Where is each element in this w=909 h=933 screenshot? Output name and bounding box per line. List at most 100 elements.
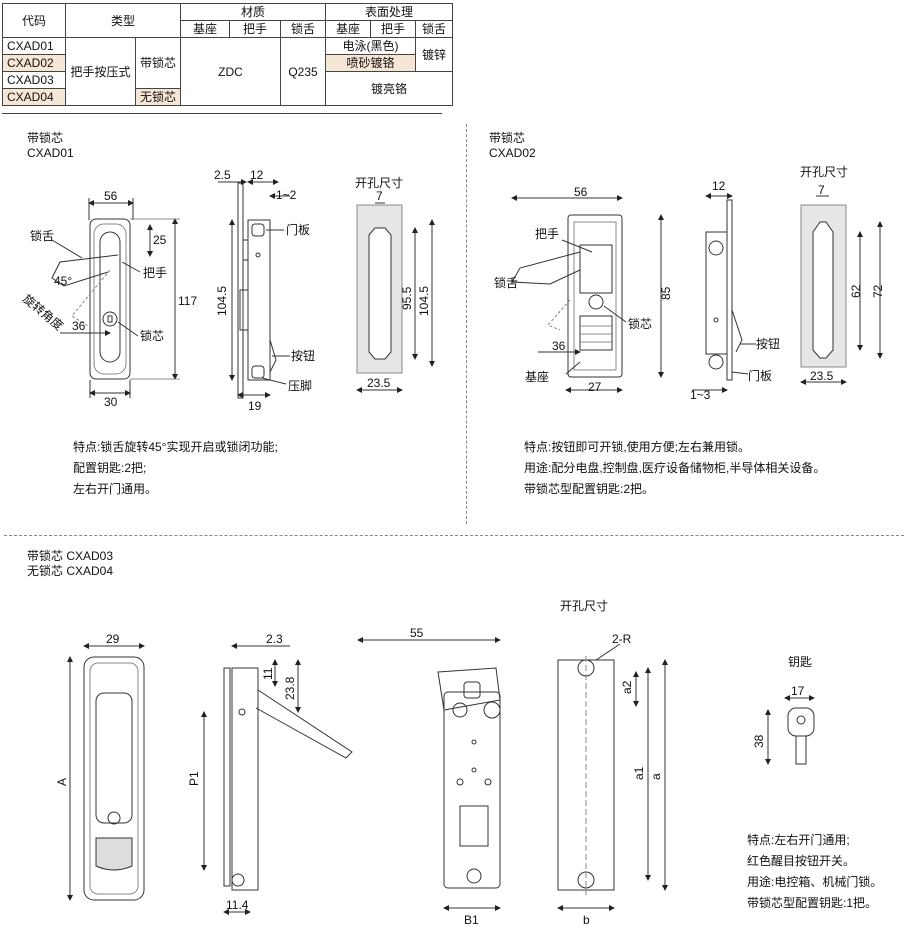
note-line: 带锁芯型配置钥匙:1把。 <box>747 896 878 910</box>
dim-text: P1 <box>187 771 201 786</box>
label-hole: 开孔尺寸 <box>355 176 403 190</box>
dim-text: 45° <box>54 274 72 288</box>
dim-text: 11.4 <box>226 898 249 912</box>
code-cell: CXAD01 <box>2 37 66 55</box>
label-handle: 把手 <box>535 227 559 241</box>
dim-text: 1~2 <box>276 188 297 202</box>
code-cell: CXAD02 <box>2 54 66 72</box>
note-line: 用途:电控箱、机械门锁。 <box>747 875 883 889</box>
note-line: 红色醒目按钮开关。 <box>747 854 856 868</box>
section2-title-a: 带锁芯 <box>489 131 526 145</box>
dim-text: 11 <box>261 667 275 680</box>
label-hole: 开孔尺寸 <box>800 165 848 179</box>
dim-text: 23.8 <box>283 676 297 700</box>
key-drawing <box>765 695 815 765</box>
type-cell: 把手按压式 <box>64 37 137 106</box>
cxad02-cutout <box>800 195 883 385</box>
note-line: 特点:锁舌旋转45°实现开启或锁闭功能; <box>73 440 278 454</box>
code-cell: CXAD04 <box>2 88 66 106</box>
dim-text: 1~3 <box>690 388 711 402</box>
dim-text: 2.3 <box>266 632 283 646</box>
table-bottom-rule <box>2 113 442 114</box>
note-line: 用途:配分电盘,控制盘,医疗设备储物柜,半导体相关设备。 <box>524 461 826 475</box>
dim-text: 19 <box>248 399 262 413</box>
dim-text: a2 <box>620 680 634 694</box>
dim-text: 12 <box>250 168 264 182</box>
label-tongue: 锁舌 <box>494 275 518 290</box>
surface-cell-1: 电泳(黑色) <box>325 37 416 55</box>
label-foot: 压脚 <box>288 378 312 393</box>
without-core-cell: 无锁芯 <box>135 88 181 106</box>
cxad02-side-view <box>692 193 756 393</box>
dim-text: 85 <box>659 286 673 300</box>
dim-text: 7 <box>818 183 825 197</box>
section3-title-b: 无锁芯 CXAD04 <box>27 564 114 578</box>
section3-title-a: 带锁芯 CXAD03 <box>27 549 114 563</box>
spec-table: 代码 类型 材质 表面处理 基座 把手 锁舌 基座 把手 锁舌 CXAD01 把… <box>2 3 453 106</box>
section1-title-b: CXAD01 <box>27 146 74 160</box>
cxad01-front-view <box>51 198 180 398</box>
section2-title-b: CXAD02 <box>489 146 536 160</box>
dim-text: 117 <box>178 294 197 308</box>
dim-text: 30 <box>104 395 118 409</box>
dim-text: 17 <box>791 684 805 698</box>
cxad01-side-view <box>218 179 290 399</box>
dim-text: 29 <box>106 632 120 646</box>
label-hole: 开孔尺寸 <box>560 599 608 613</box>
dim-text: 56 <box>574 185 588 199</box>
label-core: 锁芯 <box>628 316 652 331</box>
surface-cell-3: 镀亮铬 <box>325 71 453 106</box>
dim-text: 7 <box>376 189 383 203</box>
dim-text: B1 <box>464 913 479 927</box>
dim-text: 36 <box>72 319 86 333</box>
dim-text: 104.5 <box>215 286 229 316</box>
dim-text: 55 <box>410 626 424 640</box>
dim-text: 38 <box>752 734 766 748</box>
dim-text: 23.5 <box>367 376 391 390</box>
label-button: 按钮 <box>756 336 780 351</box>
dim-text: a1 <box>632 766 646 780</box>
dim-text: A <box>55 778 69 786</box>
note-line: 左右开门通用。 <box>73 482 158 496</box>
cxad03-cutout <box>557 643 668 911</box>
label-rotate: 旋转角度 <box>20 291 66 333</box>
section1-title-a: 带锁芯 <box>27 131 64 145</box>
label-door: 门板 <box>748 368 772 383</box>
note-line: 配置钥匙:2把; <box>73 461 147 475</box>
dim-text: 36 <box>552 339 566 353</box>
note-line: 带锁芯型配置钥匙:2把。 <box>524 482 655 496</box>
dim-text: a <box>649 773 663 780</box>
dim-text: 25 <box>153 233 167 247</box>
section1-notes: 特点:锁舌旋转45°实现开启或锁闭功能; 配置钥匙:2把; 左右开门通用。 <box>73 437 278 500</box>
sub-tongue-2: 锁舌 <box>415 20 453 38</box>
dim-text: 27 <box>588 380 602 394</box>
dim-text: 56 <box>104 189 118 203</box>
label-tongue: 锁舌 <box>30 228 54 243</box>
sub-tongue: 锁舌 <box>280 20 326 38</box>
horizontal-divider <box>4 535 904 536</box>
label-button: 按钮 <box>291 348 315 363</box>
cxad02-front-view <box>511 195 664 393</box>
header-code: 代码 <box>2 3 66 38</box>
label-handle: 把手 <box>143 266 167 280</box>
dim-text: b <box>583 913 590 927</box>
header-type: 类型 <box>65 3 181 38</box>
dim-text: 95.5 <box>400 286 414 310</box>
section2-notes: 特点:按钮即可开锁,使用方便;左右兼用锁。 用途:配分电盘,控制盘,医疗设备储物… <box>524 437 825 500</box>
material-base-cell: ZDC <box>180 37 281 106</box>
labels-section2: 把手 锁舌 锁芯 基座 按钮 门板 开孔尺寸 56 85 36 27 12 1~… <box>494 165 885 402</box>
label-core: 锁芯 <box>140 328 164 343</box>
dim-text: 23.5 <box>810 369 834 383</box>
dim-text: 104.5 <box>417 286 431 316</box>
dim-text: 72 <box>871 284 885 298</box>
cxad03-front-view <box>67 643 145 901</box>
note-line: 特点:左右开门通用; <box>747 833 850 847</box>
dim-text: 12 <box>712 179 726 193</box>
sub-base-2: 基座 <box>325 20 371 38</box>
vertical-divider <box>466 124 467 524</box>
dim-text: 62 <box>849 284 863 298</box>
labels-section3: 开孔尺寸 钥匙 29 A 2.3 11 23.8 P1 11.4 55 B1 2… <box>55 599 812 927</box>
dim-text: 2-R <box>612 632 632 646</box>
cxad01-cutout <box>356 202 435 393</box>
